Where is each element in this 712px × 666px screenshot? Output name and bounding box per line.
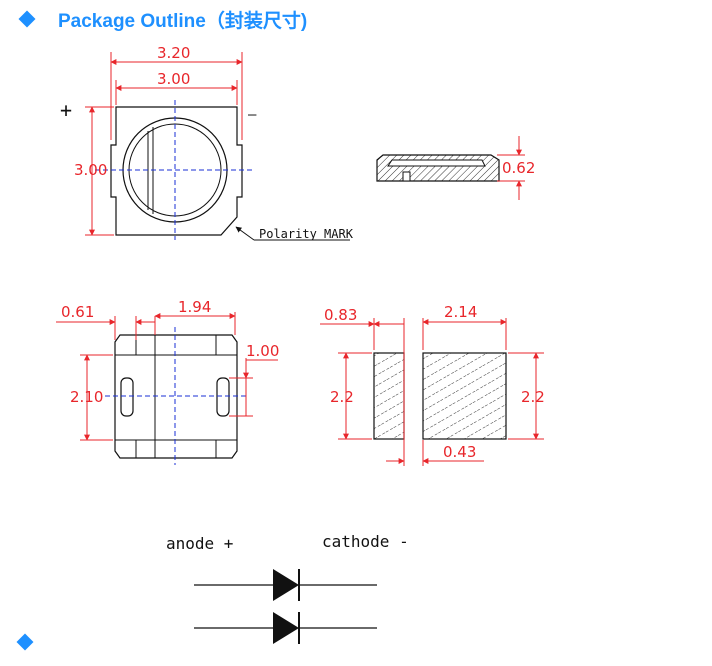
footprint-view: 0.83 2.14 2.2 2.2 0.43 — [320, 303, 545, 466]
diode-symbol-1 — [273, 569, 299, 601]
dim-left-height: 2.2 — [330, 388, 354, 406]
top-view-body — [110, 106, 243, 236]
cathode-label: cathode - — [322, 532, 409, 551]
dim-width-inner: 3.00 — [157, 70, 190, 88]
dim-width-outer: 3.20 — [157, 44, 190, 62]
dim-right-height: 2.2 — [521, 388, 545, 406]
diode-symbol-2 — [273, 612, 299, 644]
side-view: 0.62 — [376, 136, 535, 200]
dim-bottom-height: 2.10 — [70, 388, 103, 406]
dim-pad-left: 0.61 — [61, 303, 94, 321]
cathode-sign: — — [248, 107, 257, 123]
bottom-view-body — [114, 334, 238, 459]
polarity-mark-label: Polarity MARK — [259, 227, 354, 241]
page-title: Package Outline（封装尺寸) — [58, 11, 308, 32]
dim-slot: 1.00 — [246, 342, 279, 360]
footprint-pad-right — [422, 352, 507, 440]
dim-left-pad: 0.83 — [324, 306, 357, 324]
side-view-body — [376, 154, 500, 182]
footprint-pad-left — [373, 352, 405, 440]
anode-label: anode + — [166, 534, 233, 553]
top-view: 3.20 3.00 3.00 + — Polarity MARK — [60, 44, 354, 241]
dim-center: 1.94 — [178, 298, 211, 316]
bottom-view: 0.61 1.94 1.00 2.10 — [56, 298, 279, 465]
dim-gap: 0.43 — [443, 443, 476, 461]
anode-sign: + — [60, 98, 72, 122]
dim-right-pad: 2.14 — [444, 303, 477, 321]
dim-height: 3.00 — [74, 161, 107, 179]
diode-schematic: anode + cathode - — [166, 532, 409, 644]
side-dim-height: 0.62 — [502, 159, 535, 177]
